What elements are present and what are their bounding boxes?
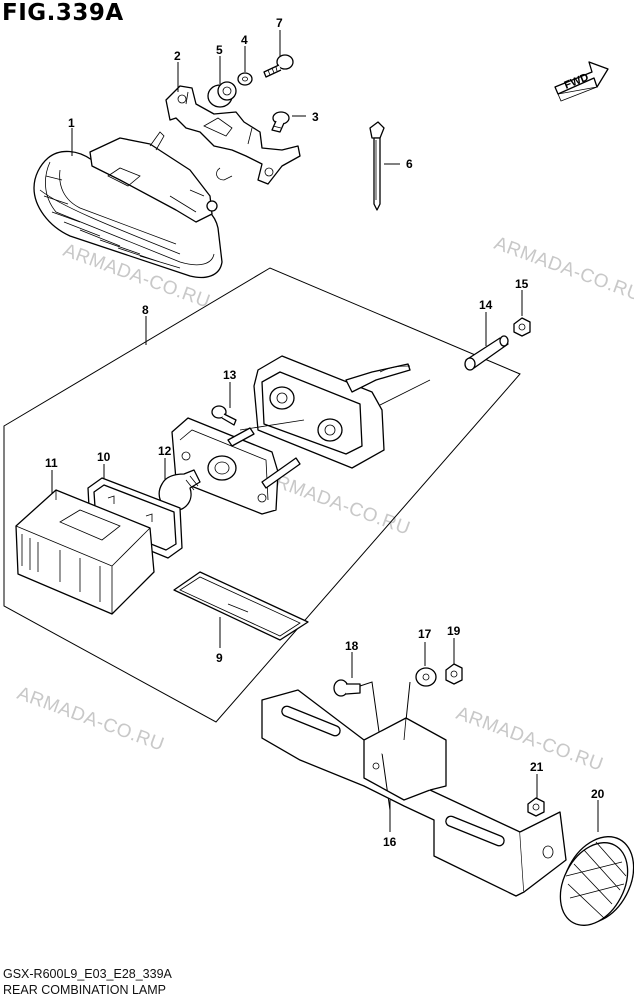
nut-21 [527,797,545,817]
figure-caption: REAR COMBINATION LAMP [3,983,166,997]
tail-lamp-housing [33,131,223,279]
lens-11 [15,489,155,615]
plate-9 [173,571,309,641]
nut-19 [445,663,463,685]
callout-16: 16 [383,835,397,849]
screw-3 [271,111,290,133]
callout-6: 6 [406,157,413,171]
spacer-14 [464,335,509,371]
leader-lines [51,30,599,832]
bolt-18 [333,679,361,697]
grommet-5 [207,81,237,108]
callout-8: 8 [142,303,149,317]
bolt-7 [263,54,294,78]
lamp-bracket [165,85,301,185]
screw-13 [211,405,237,426]
callout-7: 7 [276,16,283,30]
callout-20: 20 [591,787,605,801]
callout-3: 3 [312,110,319,124]
callout-17: 17 [418,627,432,641]
callout-2: 2 [174,49,181,63]
callout-13: 13 [223,368,237,382]
callout-5: 5 [216,43,223,57]
nut-15 [513,317,531,337]
watermark-2: ARMADA-CO.RU [491,233,634,306]
callout-18: 18 [345,639,359,653]
washer-17 [415,667,437,687]
figure-code: GSX-R600L9_E03_E28_339A [3,967,172,981]
callout-21: 21 [530,760,544,774]
figure-title: FIG.339A [2,0,124,26]
callout-11: 11 [45,456,58,470]
callout-19: 19 [447,624,461,638]
fwd-arrow-icon: FWD [554,61,609,102]
callout-14: 14 [479,298,493,312]
washer-4 [237,72,253,86]
callout-15: 15 [515,277,529,291]
watermark-4: ARMADA-CO.RU [14,683,167,756]
lamp-base [253,355,431,469]
callout-10: 10 [97,450,111,464]
callout-numbers: 1 2 3 4 5 6 7 8 9 10 11 12 13 14 15 16 1… [45,16,605,849]
callout-1: 1 [68,116,75,130]
callout-4: 4 [241,33,248,47]
cable-tie-6 [369,121,385,211]
figure-footer: GSX-R600L9_E03_E28_339A REAR COMBINATION… [3,966,172,998]
watermark-3: ARMADA-CO.RU [260,467,413,540]
callout-12: 12 [158,444,172,458]
license-bracket-16 [261,689,567,897]
assembly-frame-8 [3,267,521,723]
callout-9: 9 [216,651,223,665]
reflector-20 [559,836,634,926]
